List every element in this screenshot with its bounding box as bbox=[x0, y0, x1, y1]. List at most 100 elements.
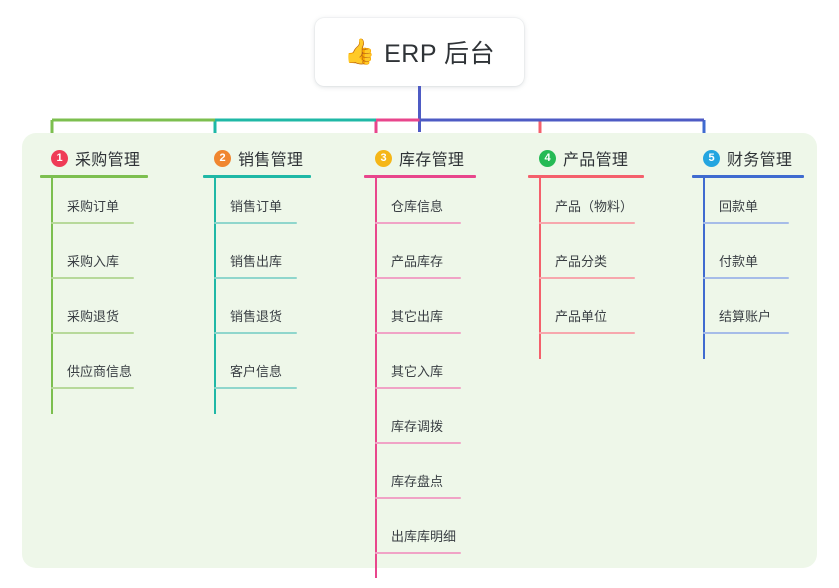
leaf-rule bbox=[375, 387, 461, 389]
leaf-label: 结算账户 bbox=[719, 309, 772, 324]
branch-header[interactable]: 5 财务管理 bbox=[692, 146, 804, 170]
leaf-label: 回款单 bbox=[719, 199, 759, 214]
leaf-label: 采购退货 bbox=[67, 309, 120, 324]
branch-spine bbox=[214, 178, 216, 414]
branch-body: 仓库信息 产品库存 其它出库 其它入库 库存调拨 库存盘点 出库库明细 bbox=[364, 178, 476, 578]
diagram-canvas bbox=[22, 133, 817, 568]
leaf-label: 库存盘点 bbox=[391, 474, 444, 489]
leaf-item-3-3[interactable]: 其它出库 bbox=[364, 288, 476, 343]
leaf-label: 付款单 bbox=[719, 254, 759, 269]
branch-column-3[interactable]: 3 库存管理 仓库信息 产品库存 其它出库 其它入库 库存调拨 库存盘点 出库库… bbox=[364, 146, 476, 578]
branch-body: 采购订单 采购入库 采购退货 供应商信息 bbox=[40, 178, 148, 414]
branch-column-5[interactable]: 5 财务管理 回款单 付款单 结算账户 bbox=[692, 146, 804, 359]
branch-header-rule bbox=[692, 175, 804, 178]
leaf-rule bbox=[375, 497, 461, 499]
leaf-item-3-2[interactable]: 产品库存 bbox=[364, 233, 476, 288]
leaf-item-2-3[interactable]: 销售退货 bbox=[203, 288, 311, 343]
leaf-rule bbox=[375, 552, 461, 554]
branch-header-rule bbox=[528, 175, 644, 178]
leaf-rule bbox=[703, 222, 789, 224]
leaf-rule bbox=[703, 277, 789, 279]
leaf-label: 产品库存 bbox=[391, 254, 444, 269]
leaf-rule bbox=[51, 387, 134, 389]
branch-title-2: 销售管理 bbox=[238, 152, 304, 169]
leaf-label: 其它入库 bbox=[391, 364, 444, 379]
branch-body: 产品（物料） 产品分类 产品单位 bbox=[528, 178, 644, 359]
leaf-rule bbox=[214, 387, 297, 389]
leaf-item-1-4[interactable]: 供应商信息 bbox=[40, 343, 148, 398]
root-title: ERP 后台 bbox=[384, 40, 496, 68]
leaf-label: 出库库明细 bbox=[391, 529, 457, 544]
branch-header[interactable]: 2 销售管理 bbox=[203, 146, 311, 170]
leaf-label: 仓库信息 bbox=[391, 199, 444, 214]
leaf-item-3-1[interactable]: 仓库信息 bbox=[364, 178, 476, 233]
leaf-item-3-5[interactable]: 库存调拨 bbox=[364, 398, 476, 453]
leaf-label: 销售订单 bbox=[230, 199, 283, 214]
leaf-label: 销售出库 bbox=[230, 254, 283, 269]
leaf-item-2-1[interactable]: 销售订单 bbox=[203, 178, 311, 233]
leaf-item-1-1[interactable]: 采购订单 bbox=[40, 178, 148, 233]
leaf-item-5-1[interactable]: 回款单 bbox=[692, 178, 804, 233]
leaf-label: 库存调拨 bbox=[391, 419, 444, 434]
branch-spine bbox=[703, 178, 705, 359]
leaf-rule bbox=[539, 222, 635, 224]
branch-title-4: 产品管理 bbox=[563, 152, 629, 169]
branch-header-rule bbox=[40, 175, 148, 178]
branch-badge-4: 4 bbox=[539, 149, 556, 167]
leaf-rule bbox=[214, 332, 297, 334]
leaf-item-2-4[interactable]: 客户信息 bbox=[203, 343, 311, 398]
branch-spine bbox=[51, 178, 53, 414]
leaf-label: 产品（物料） bbox=[555, 199, 634, 214]
thumbs-up-icon: 👍 bbox=[343, 37, 376, 66]
branch-title-1: 采购管理 bbox=[75, 152, 141, 169]
leaf-item-1-2[interactable]: 采购入库 bbox=[40, 233, 148, 288]
branch-header[interactable]: 1 采购管理 bbox=[40, 146, 148, 170]
leaf-item-3-7[interactable]: 出库库明细 bbox=[364, 508, 476, 563]
leaf-rule bbox=[375, 332, 461, 334]
branch-badge-3: 3 bbox=[375, 149, 392, 167]
leaf-item-1-3[interactable]: 采购退货 bbox=[40, 288, 148, 343]
leaf-item-4-3[interactable]: 产品单位 bbox=[528, 288, 644, 343]
leaf-label: 其它出库 bbox=[391, 309, 444, 324]
branch-header-rule bbox=[364, 175, 476, 178]
leaf-item-4-2[interactable]: 产品分类 bbox=[528, 233, 644, 288]
leaf-rule bbox=[51, 222, 134, 224]
root-node[interactable]: 👍 ERP 后台 bbox=[315, 18, 524, 86]
branch-title-3: 库存管理 bbox=[399, 152, 465, 169]
leaf-rule bbox=[539, 277, 635, 279]
leaf-rule bbox=[375, 277, 461, 279]
branch-body: 回款单 付款单 结算账户 bbox=[692, 178, 804, 359]
leaf-rule bbox=[214, 222, 297, 224]
leaf-label: 产品分类 bbox=[555, 254, 608, 269]
leaf-rule bbox=[375, 442, 461, 444]
branch-spine bbox=[539, 178, 541, 359]
branch-body: 销售订单 销售出库 销售退货 客户信息 bbox=[203, 178, 311, 414]
leaf-item-4-1[interactable]: 产品（物料） bbox=[528, 178, 644, 233]
branch-column-1[interactable]: 1 采购管理 采购订单 采购入库 采购退货 供应商信息 bbox=[40, 146, 148, 414]
leaf-rule bbox=[51, 277, 134, 279]
leaf-label: 采购订单 bbox=[67, 199, 120, 214]
branch-badge-2: 2 bbox=[214, 149, 231, 167]
branch-badge-1: 1 bbox=[51, 149, 68, 167]
leaf-item-5-2[interactable]: 付款单 bbox=[692, 233, 804, 288]
leaf-label: 供应商信息 bbox=[67, 364, 133, 379]
leaf-label: 客户信息 bbox=[230, 364, 283, 379]
leaf-rule bbox=[375, 222, 461, 224]
leaf-rule bbox=[703, 332, 789, 334]
leaf-item-5-3[interactable]: 结算账户 bbox=[692, 288, 804, 343]
branch-column-2[interactable]: 2 销售管理 销售订单 销售出库 销售退货 客户信息 bbox=[203, 146, 311, 414]
leaf-rule bbox=[539, 332, 635, 334]
branch-title-5: 财务管理 bbox=[727, 152, 793, 169]
leaf-label: 产品单位 bbox=[555, 309, 608, 324]
leaf-label: 采购入库 bbox=[67, 254, 120, 269]
branch-column-4[interactable]: 4 产品管理 产品（物料） 产品分类 产品单位 bbox=[528, 146, 644, 359]
leaf-label: 销售退货 bbox=[230, 309, 283, 324]
leaf-rule bbox=[214, 277, 297, 279]
branch-header[interactable]: 4 产品管理 bbox=[528, 146, 644, 170]
leaf-item-3-6[interactable]: 库存盘点 bbox=[364, 453, 476, 508]
branch-header[interactable]: 3 库存管理 bbox=[364, 146, 476, 170]
leaf-item-2-2[interactable]: 销售出库 bbox=[203, 233, 311, 288]
branch-badge-5: 5 bbox=[703, 149, 720, 167]
branch-spine bbox=[375, 178, 377, 578]
leaf-item-3-4[interactable]: 其它入库 bbox=[364, 343, 476, 398]
